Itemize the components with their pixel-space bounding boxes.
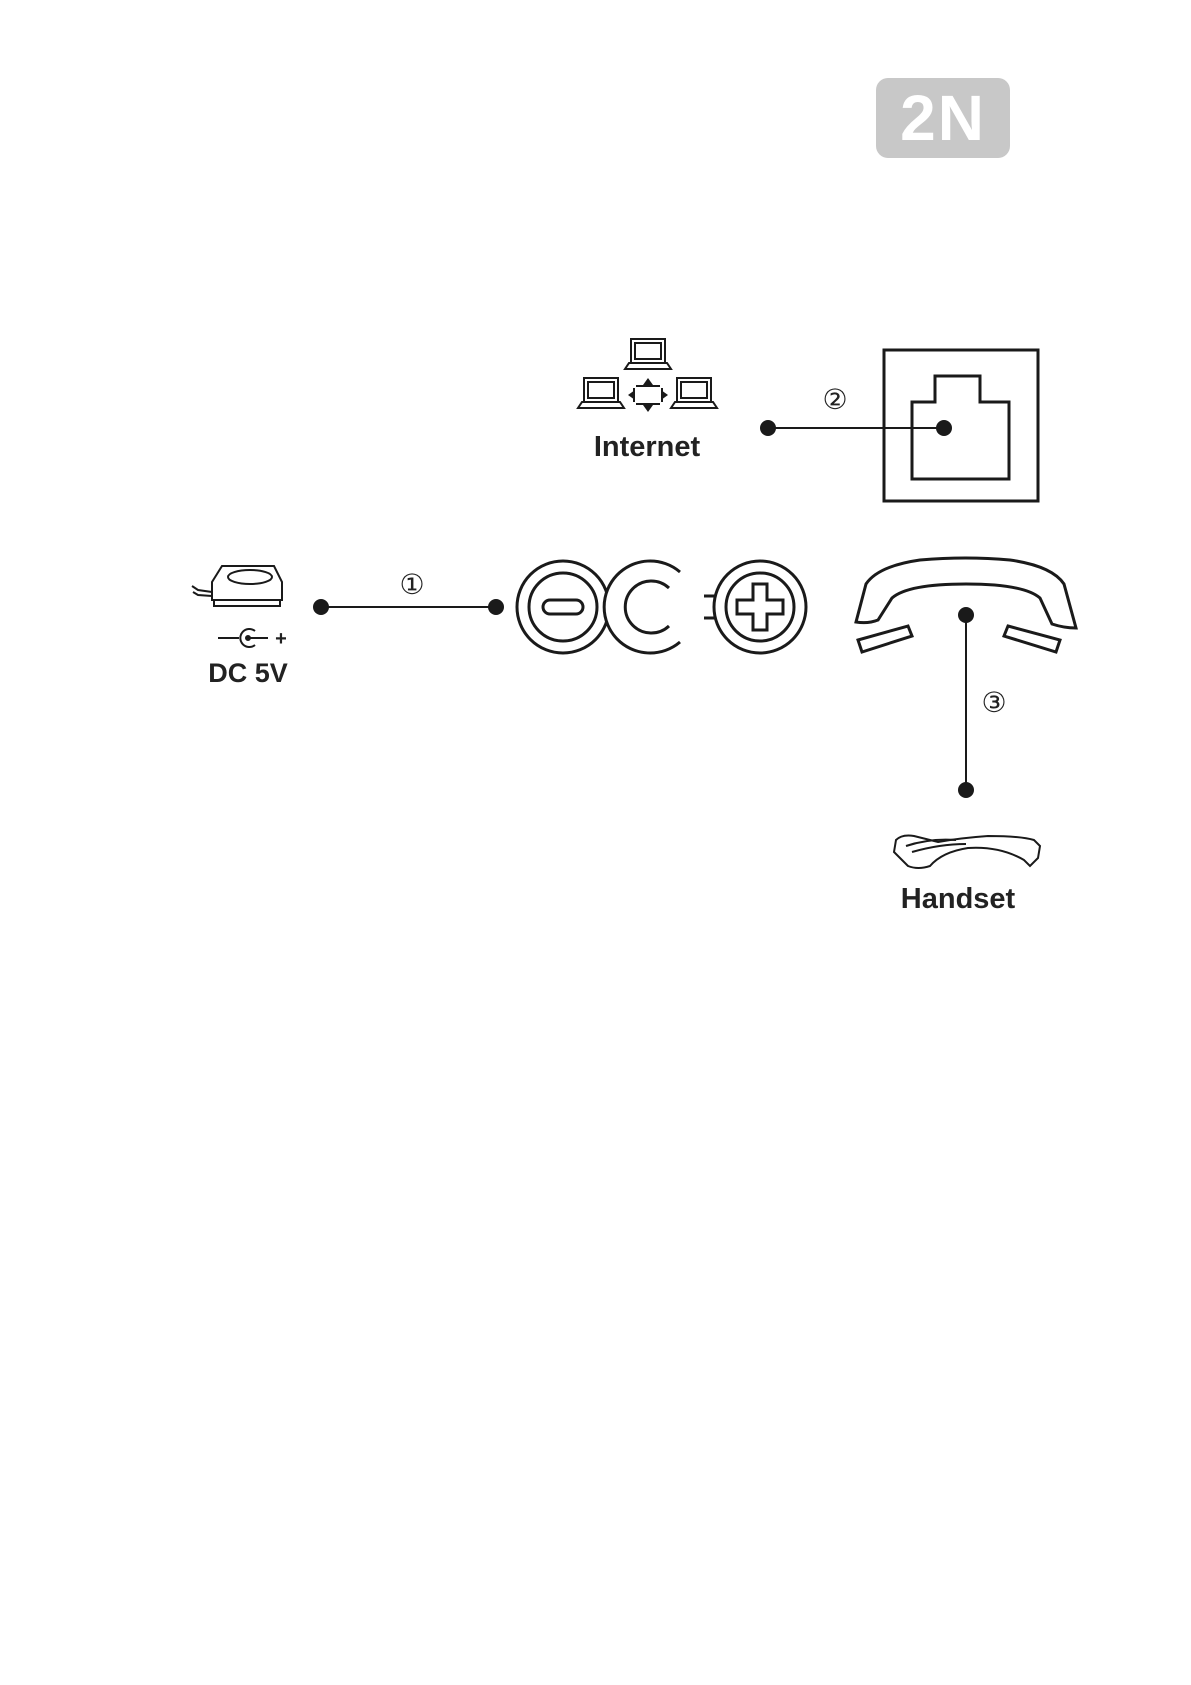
handset-connection-end [958,782,974,798]
dc-label: DC 5V [208,658,288,688]
power-adapter-icon [192,566,282,606]
step-power-number: ① [399,568,424,601]
step-network-number: ② [822,383,847,416]
power-connection: ① [313,568,504,615]
handset-label: Handset [901,883,1016,915]
network-connection-end [936,420,952,436]
step-handset-number: ③ [981,686,1006,719]
plus-terminal-icon [714,561,806,653]
handset-icon [894,836,1040,869]
power-connection-end [488,599,504,615]
network-connection: ② [760,383,952,436]
brand-logo-text: 2N [900,82,986,154]
network-connection-start [760,420,776,436]
network-computers-icon [578,339,717,412]
ethernet-port-icon [884,350,1038,501]
dc-polarity-icon [218,629,268,647]
power-socket-icon [517,561,806,653]
dc-polarity-plus: + [275,628,287,650]
internet-label: Internet [594,431,701,463]
barrel-socket-icon [604,561,680,653]
handset-connection-start [958,607,974,623]
power-connection-start [313,599,329,615]
handset-connection: ③ [958,607,1007,798]
brand-logo: 2N [876,78,1010,158]
minus-terminal-icon [517,561,609,653]
